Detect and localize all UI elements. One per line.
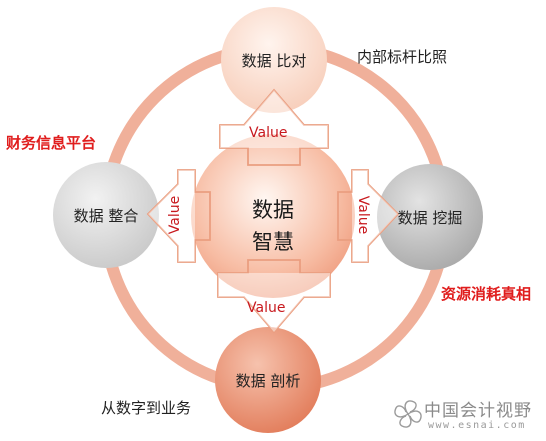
arrow-down-label: Value: [247, 300, 286, 316]
annotation-top-right: 内部标杆比照: [357, 48, 448, 66]
node-bottom-circle: [215, 327, 321, 433]
center-circle: [191, 134, 355, 298]
arrow-left-label: Value: [167, 195, 184, 235]
arrow-up: [219, 88, 329, 166]
arrow-up-label: Value: [249, 125, 288, 141]
watermark-logo-icon: [394, 400, 422, 428]
node-left-circle: [53, 162, 159, 268]
center-label-line1: 数据: [252, 198, 294, 222]
node-right-circle: [377, 164, 483, 270]
center-label-line2: 智慧: [252, 230, 294, 254]
arrow-right-label: Value: [355, 195, 372, 235]
node-left-label: 数据 整合: [73, 207, 139, 225]
node-bottom-label: 数据 剖析: [235, 372, 301, 390]
watermark-name: 中国会计视野: [424, 401, 532, 421]
annotation-left: 财务信息平台: [6, 134, 97, 152]
node-right-label: 数据 挖掘: [397, 209, 463, 227]
node-top-label: 数据 比对: [241, 52, 307, 70]
watermark-url: www.esnai.com: [428, 420, 526, 431]
arrow-right: [337, 169, 400, 263]
annotation-right: 资源消耗真相: [441, 285, 532, 303]
annotation-bottom-left: 从数字到业务: [101, 399, 192, 417]
arrow-down: [217, 259, 331, 334]
watermark: 中国会计视野 www.esnai.com: [396, 396, 544, 440]
arrow-left: [146, 169, 211, 263]
node-top-circle: [221, 7, 327, 113]
